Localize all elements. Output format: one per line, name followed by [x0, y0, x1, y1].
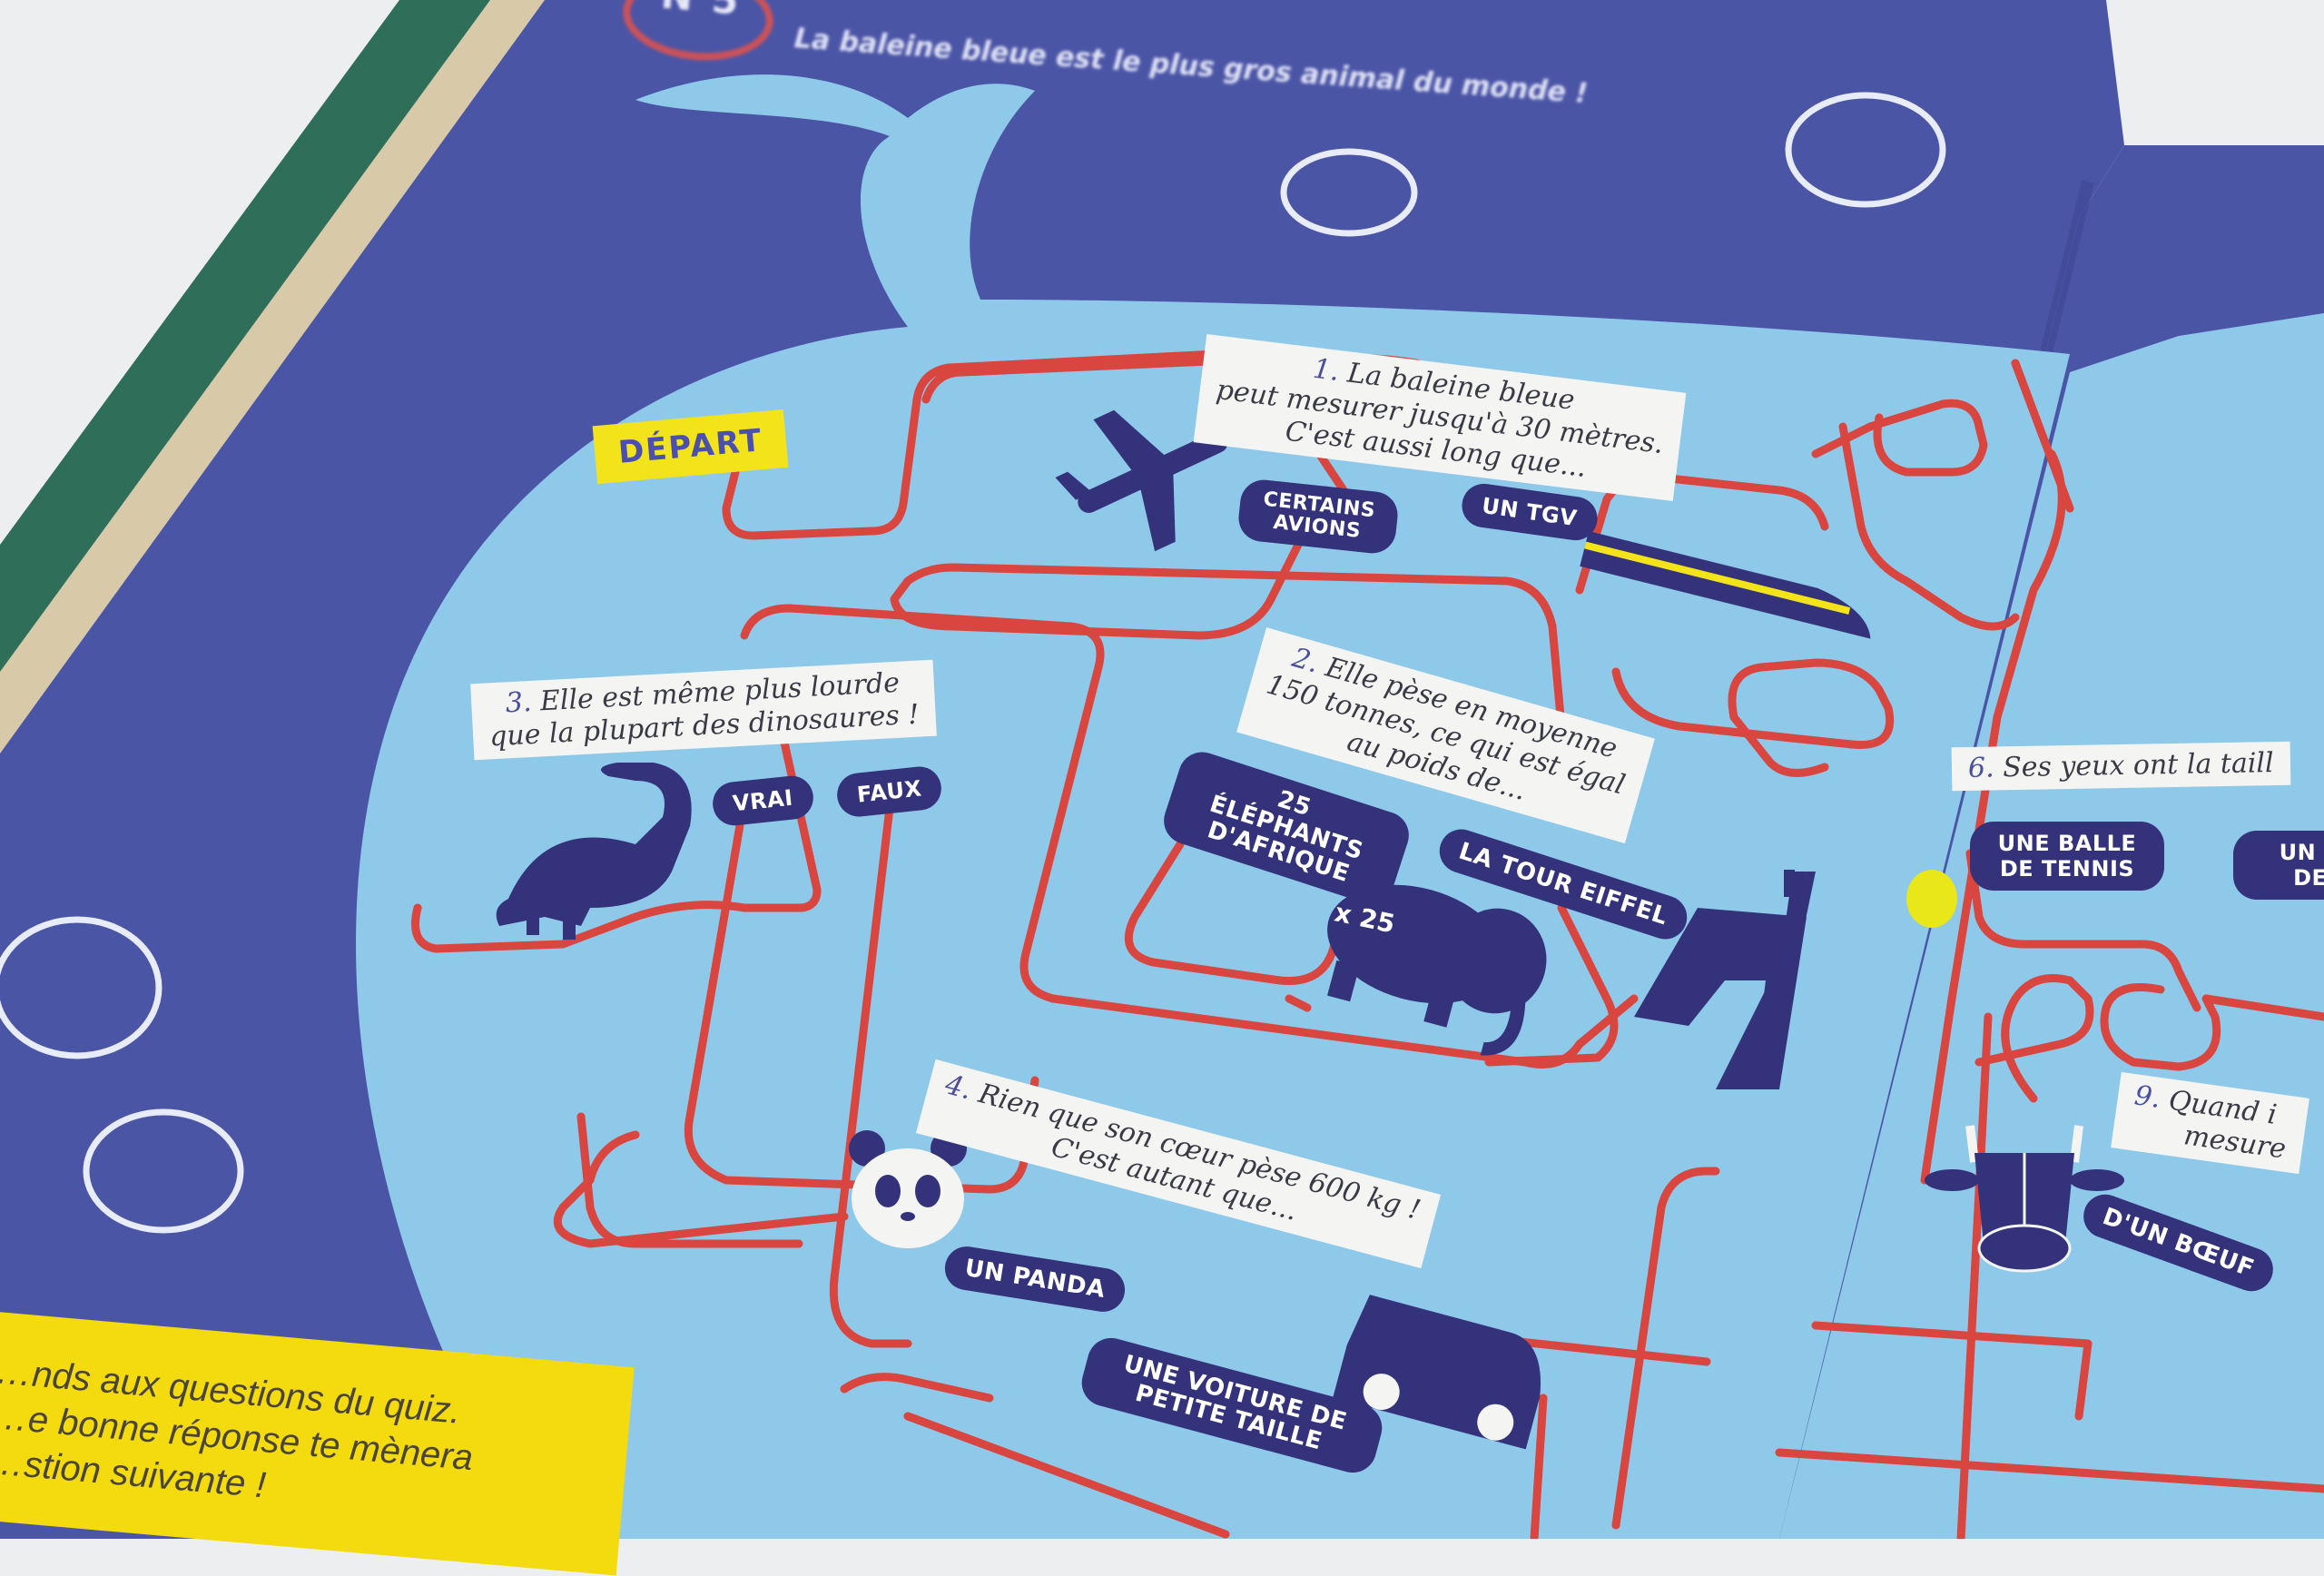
question-6: 6. Ses yeux ont la taill	[1952, 742, 2290, 791]
answer-un-b[interactable]: UN B… DE…	[2233, 831, 2324, 900]
tennis-ball-icon	[1906, 870, 1957, 928]
question-line: Ses yeux ont la taill	[2003, 747, 2274, 783]
question-number: 3.	[505, 686, 532, 719]
question-number: 1.	[1311, 353, 1341, 388]
activity-number: N°5	[659, 0, 740, 24]
question-number: 4.	[941, 1069, 975, 1106]
answer-balle-de-tennis[interactable]: UNE BALLE DE TENNIS	[1970, 822, 2164, 891]
question-number: 6.	[1968, 752, 1994, 783]
question-number: 9.	[2132, 1079, 2162, 1115]
